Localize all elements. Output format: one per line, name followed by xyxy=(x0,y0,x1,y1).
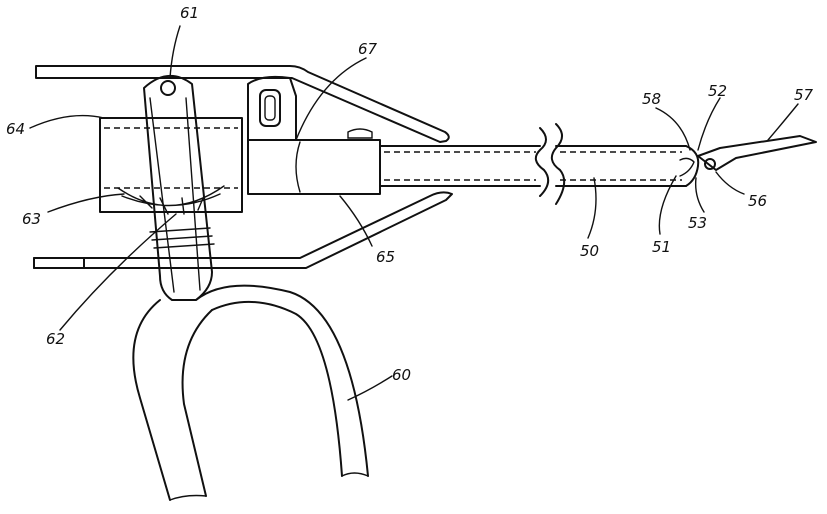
cylinder-seam xyxy=(296,142,300,192)
label-67: 67 xyxy=(358,40,378,58)
label-50: 50 xyxy=(580,242,599,260)
housing-64 xyxy=(100,118,242,212)
label-56: 56 xyxy=(748,192,767,210)
label-57: 57 xyxy=(794,86,814,104)
handle-ends xyxy=(170,473,368,500)
pivot-56 xyxy=(705,159,715,169)
handle-inner-edge xyxy=(212,302,342,476)
clamp-block xyxy=(248,77,296,140)
label-58: 58 xyxy=(642,90,661,108)
cylinder-nub xyxy=(348,129,372,138)
housing-inner-dash xyxy=(104,128,238,188)
tip-inner-53 xyxy=(680,158,694,176)
lower-frame-cap xyxy=(34,258,84,268)
label-62: 62 xyxy=(46,330,65,348)
label-52: 52 xyxy=(708,82,727,100)
break-mark-right xyxy=(552,124,564,204)
label-53: 53 xyxy=(688,214,707,232)
label-64: 64 xyxy=(6,120,25,138)
label-60: 60 xyxy=(392,366,411,384)
label-63: 63 xyxy=(22,210,41,228)
label-51: 51 xyxy=(652,238,671,256)
label-65: 65 xyxy=(376,248,395,266)
lever-inner-lines xyxy=(150,98,200,292)
gear-sector-63 xyxy=(118,186,224,214)
label-61: 61 xyxy=(180,4,199,22)
ratchet-teeth xyxy=(150,228,214,248)
lever-pivot-61 xyxy=(161,81,175,95)
handle-inner-left xyxy=(183,310,212,496)
cylinder-65 xyxy=(248,140,380,194)
clamp-slot-inner xyxy=(265,96,275,120)
rod-inner-dash-2 xyxy=(560,152,682,180)
rod-inner-dash-1 xyxy=(384,152,536,180)
